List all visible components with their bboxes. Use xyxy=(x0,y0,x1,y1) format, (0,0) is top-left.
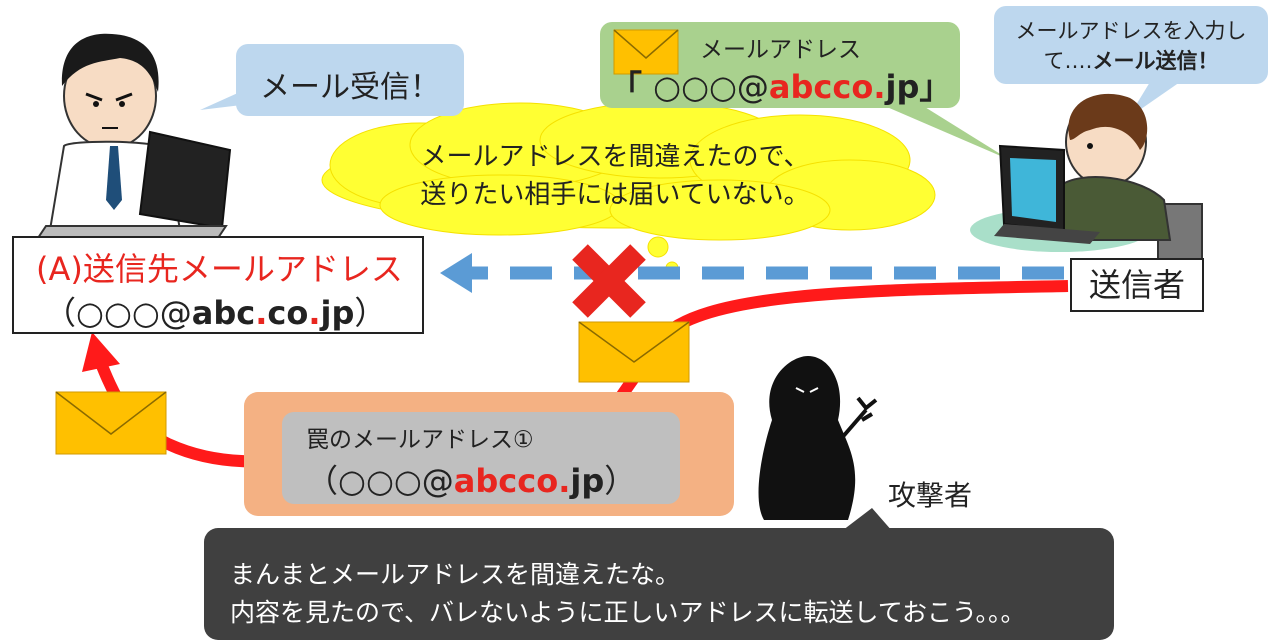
paren-close: ） xyxy=(604,462,637,500)
trap-title: 罠のメールアドレス① xyxy=(306,427,534,453)
sender-speech-prefix: て‥‥ xyxy=(1043,49,1093,73)
bracket-open: 「 xyxy=(610,68,654,106)
address-local-part: ○○○@ xyxy=(653,68,769,106)
address-part: co xyxy=(267,294,309,332)
sender-speech-bold: メール送信！ xyxy=(1092,49,1219,73)
trap-address: （○○○@abcco.jp） xyxy=(306,456,636,502)
sender-speech-text: メールアドレスを入力し て‥‥メール送信！ xyxy=(994,16,1268,76)
receiver-speech-text: メール受信！ xyxy=(260,70,440,105)
trap-inner-box xyxy=(282,412,680,504)
address-tld: jp xyxy=(570,462,605,500)
intended-route-arrow xyxy=(440,253,1064,293)
sender-label: 送信者 xyxy=(1070,258,1204,312)
envelope-icon xyxy=(613,29,679,75)
attacker-speech-line1: まんまとメールアドレスを間違えたな。 xyxy=(230,560,681,589)
address-part: abc xyxy=(191,294,256,332)
attacker-speech-text: まんまとメールアドレスを間違えたな。 内容を見たので、バレないように正しいアドレ… xyxy=(230,556,1026,632)
sender-person-illustration xyxy=(970,93,1203,263)
destination-title: (A)送信先メールアドレス xyxy=(36,250,403,288)
cloud-text: メールアドレスを間違えたので、 送りたい相手には届いていない。 xyxy=(380,138,850,214)
sender-speech-line2: て‥‥メール送信！ xyxy=(994,46,1268,76)
wrong-address-label: メールアドレス xyxy=(700,37,861,63)
address-domain: abcco. xyxy=(453,462,571,500)
envelope-icon xyxy=(55,391,167,455)
cloud-line2: 送りたい相手には届いていない。 xyxy=(420,180,810,210)
attacker-illustration xyxy=(758,356,878,520)
thought-cloud xyxy=(321,101,936,275)
address-dot: . xyxy=(873,68,886,106)
cloud-line1: メールアドレスを間違えたので、 xyxy=(420,142,810,172)
paren-close: ） xyxy=(354,294,387,332)
destination-address-box: (A)送信先メールアドレス （○○○@abc.co.jp） xyxy=(12,236,424,334)
receiver-person-illustration xyxy=(32,33,232,245)
address-dot: . xyxy=(255,294,268,332)
envelope-icon xyxy=(578,321,690,383)
sender-speech-line1: メールアドレスを入力し xyxy=(1015,19,1247,43)
address-local-part: ○○○@ xyxy=(338,462,454,500)
destination-address: （○○○@abc.co.jp） xyxy=(44,288,386,334)
blocked-x-icon xyxy=(572,244,646,318)
paren-open: （ xyxy=(44,294,77,332)
wrong-address-bubble xyxy=(600,22,1010,160)
address-domain: abcco xyxy=(768,68,874,106)
address-part: jp xyxy=(320,294,355,332)
address-tld: jp xyxy=(885,68,920,106)
receiver-speech-bubble xyxy=(200,44,464,116)
address-local-part: ○○○@ xyxy=(76,294,192,332)
attacker-speech-bubble xyxy=(204,508,1114,640)
bracket-close: 」 xyxy=(919,68,952,106)
paren-open: （ xyxy=(306,462,339,500)
wrong-address-value: 「 ○○○@abcco.jp」 xyxy=(610,62,951,108)
attacker-speech-line2: 内容を見たので、バレないように正しいアドレスに転送しておこう。。。 xyxy=(230,598,1026,627)
address-dot: . xyxy=(308,294,321,332)
attacker-label: 攻撃者 xyxy=(888,479,973,512)
